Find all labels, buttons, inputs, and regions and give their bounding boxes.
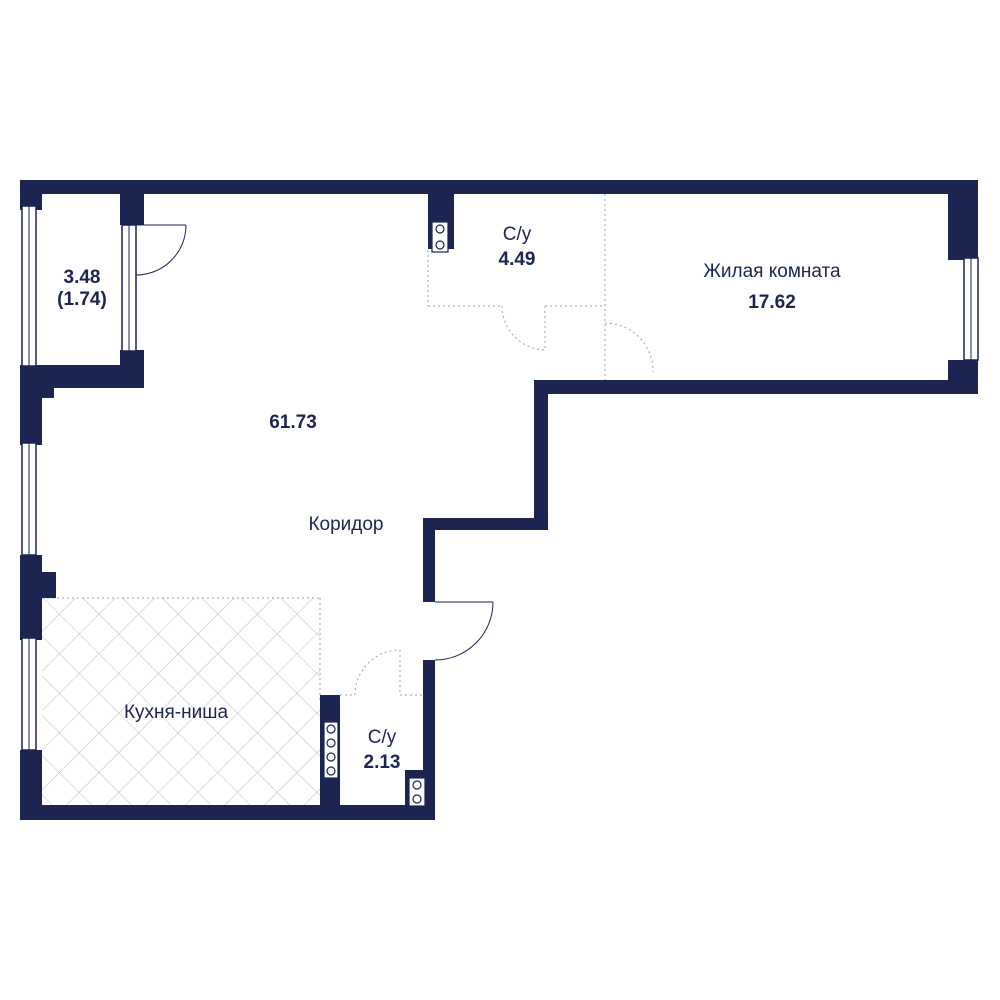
corridor-name: Коридор [308, 514, 383, 535]
top-wall [20, 180, 978, 194]
balcony-area: 3.48 [64, 267, 101, 288]
balcony-wall-bottom [20, 365, 144, 388]
bathroom-2-area: 2.13 [364, 752, 401, 773]
entry-wall-top [423, 518, 435, 602]
column-left [42, 572, 56, 598]
kitchen-floor-hatch [42, 598, 320, 807]
bathroom-1-fixture-2 [435, 240, 445, 250]
left-wall-lower [20, 555, 42, 640]
plumbing [323, 221, 449, 807]
balcony-wall-right [120, 180, 144, 225]
corridor-area: 61.73 [269, 412, 317, 433]
balcony-reduced-area: (1.74) [57, 289, 107, 310]
step-wall-vertical [534, 380, 548, 530]
bathroom-1-name: С/у [503, 224, 532, 245]
bathroom-1-fixture-1 [435, 224, 445, 234]
right-wall [948, 180, 978, 260]
bathroom-1-area: 4.49 [499, 249, 536, 270]
dashed-doors [340, 194, 654, 696]
living-room-area: 17.62 [748, 292, 796, 313]
step-wall-horizontal-2 [423, 518, 548, 530]
bottom-wall [20, 805, 435, 820]
balcony-door-swing [135, 224, 187, 276]
kitchen-fixture-box [323, 721, 339, 779]
step-wall-horizontal [534, 380, 978, 394]
living-room-name: Жилая комната [703, 261, 841, 282]
bathroom-2-name: С/у [368, 727, 397, 748]
entry-door-swing [434, 601, 494, 661]
kitchen-name: Кухня-ниша [124, 702, 229, 723]
left-wall-bottom [20, 750, 42, 810]
left-wall-top [20, 180, 42, 210]
doors [135, 224, 494, 661]
